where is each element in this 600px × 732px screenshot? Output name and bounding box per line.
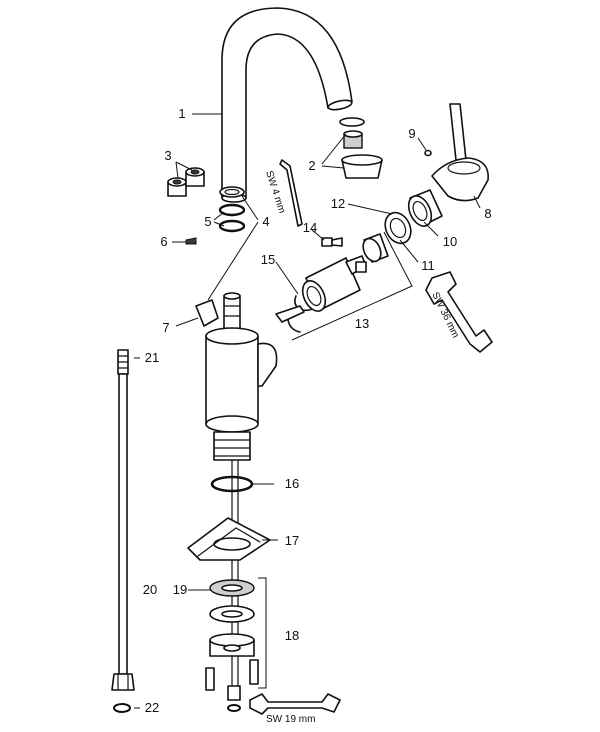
small-screw [424, 149, 432, 157]
flexible-hose [111, 349, 135, 691]
cartridge-screw [321, 237, 343, 247]
valve-body [205, 292, 278, 461]
callout-20: 20 [143, 582, 157, 597]
o-rings [218, 186, 246, 233]
callout-17: 17 [285, 533, 299, 548]
hose-washer [113, 703, 131, 713]
callout-8: 8 [484, 206, 491, 221]
cartridge [291, 231, 413, 341]
aerator [339, 117, 383, 179]
callout-10: 10 [443, 234, 457, 249]
callout-labels: 1 2 3 4 5 6 7 8 9 10 11 12 13 14 15 16 1… [143, 106, 492, 715]
callout-2: 2 [308, 158, 315, 173]
callout-6: 6 [160, 234, 167, 249]
callout-7: 7 [162, 320, 169, 335]
callout-1: 1 [178, 106, 185, 121]
wrench-19-label: SW 19 mm [266, 714, 315, 725]
wrench-36 [425, 271, 493, 353]
callout-14: 14 [303, 220, 317, 235]
callout-4: 4 [262, 214, 269, 229]
callout-3: 3 [164, 148, 171, 163]
callout-22: 22 [145, 700, 159, 715]
base-plate [187, 517, 271, 561]
callout-15: 15 [261, 252, 275, 267]
callout-21: 21 [145, 350, 159, 365]
fixing-set [205, 577, 267, 701]
callout-5: 5 [204, 214, 211, 229]
washer [209, 579, 255, 597]
inserts [167, 167, 205, 197]
callout-13: 13 [355, 316, 369, 331]
callout-12: 12 [331, 196, 345, 211]
callout-18: 18 [285, 628, 299, 643]
leader-lines [134, 113, 481, 709]
wrench-19 [249, 693, 341, 715]
hex-key [279, 159, 303, 227]
callout-16: 16 [285, 476, 299, 491]
callout-9: 9 [408, 126, 415, 141]
cover-sleeve [407, 189, 443, 227]
diverter-piece [195, 299, 219, 327]
grub-screw [185, 237, 197, 245]
callout-11: 11 [421, 258, 435, 273]
ring [384, 211, 412, 245]
lever-handle [431, 103, 489, 202]
small-washer-rod [227, 704, 241, 712]
callout-19: 19 [173, 582, 187, 597]
hex-key-label: SW 4 mm [263, 170, 287, 215]
